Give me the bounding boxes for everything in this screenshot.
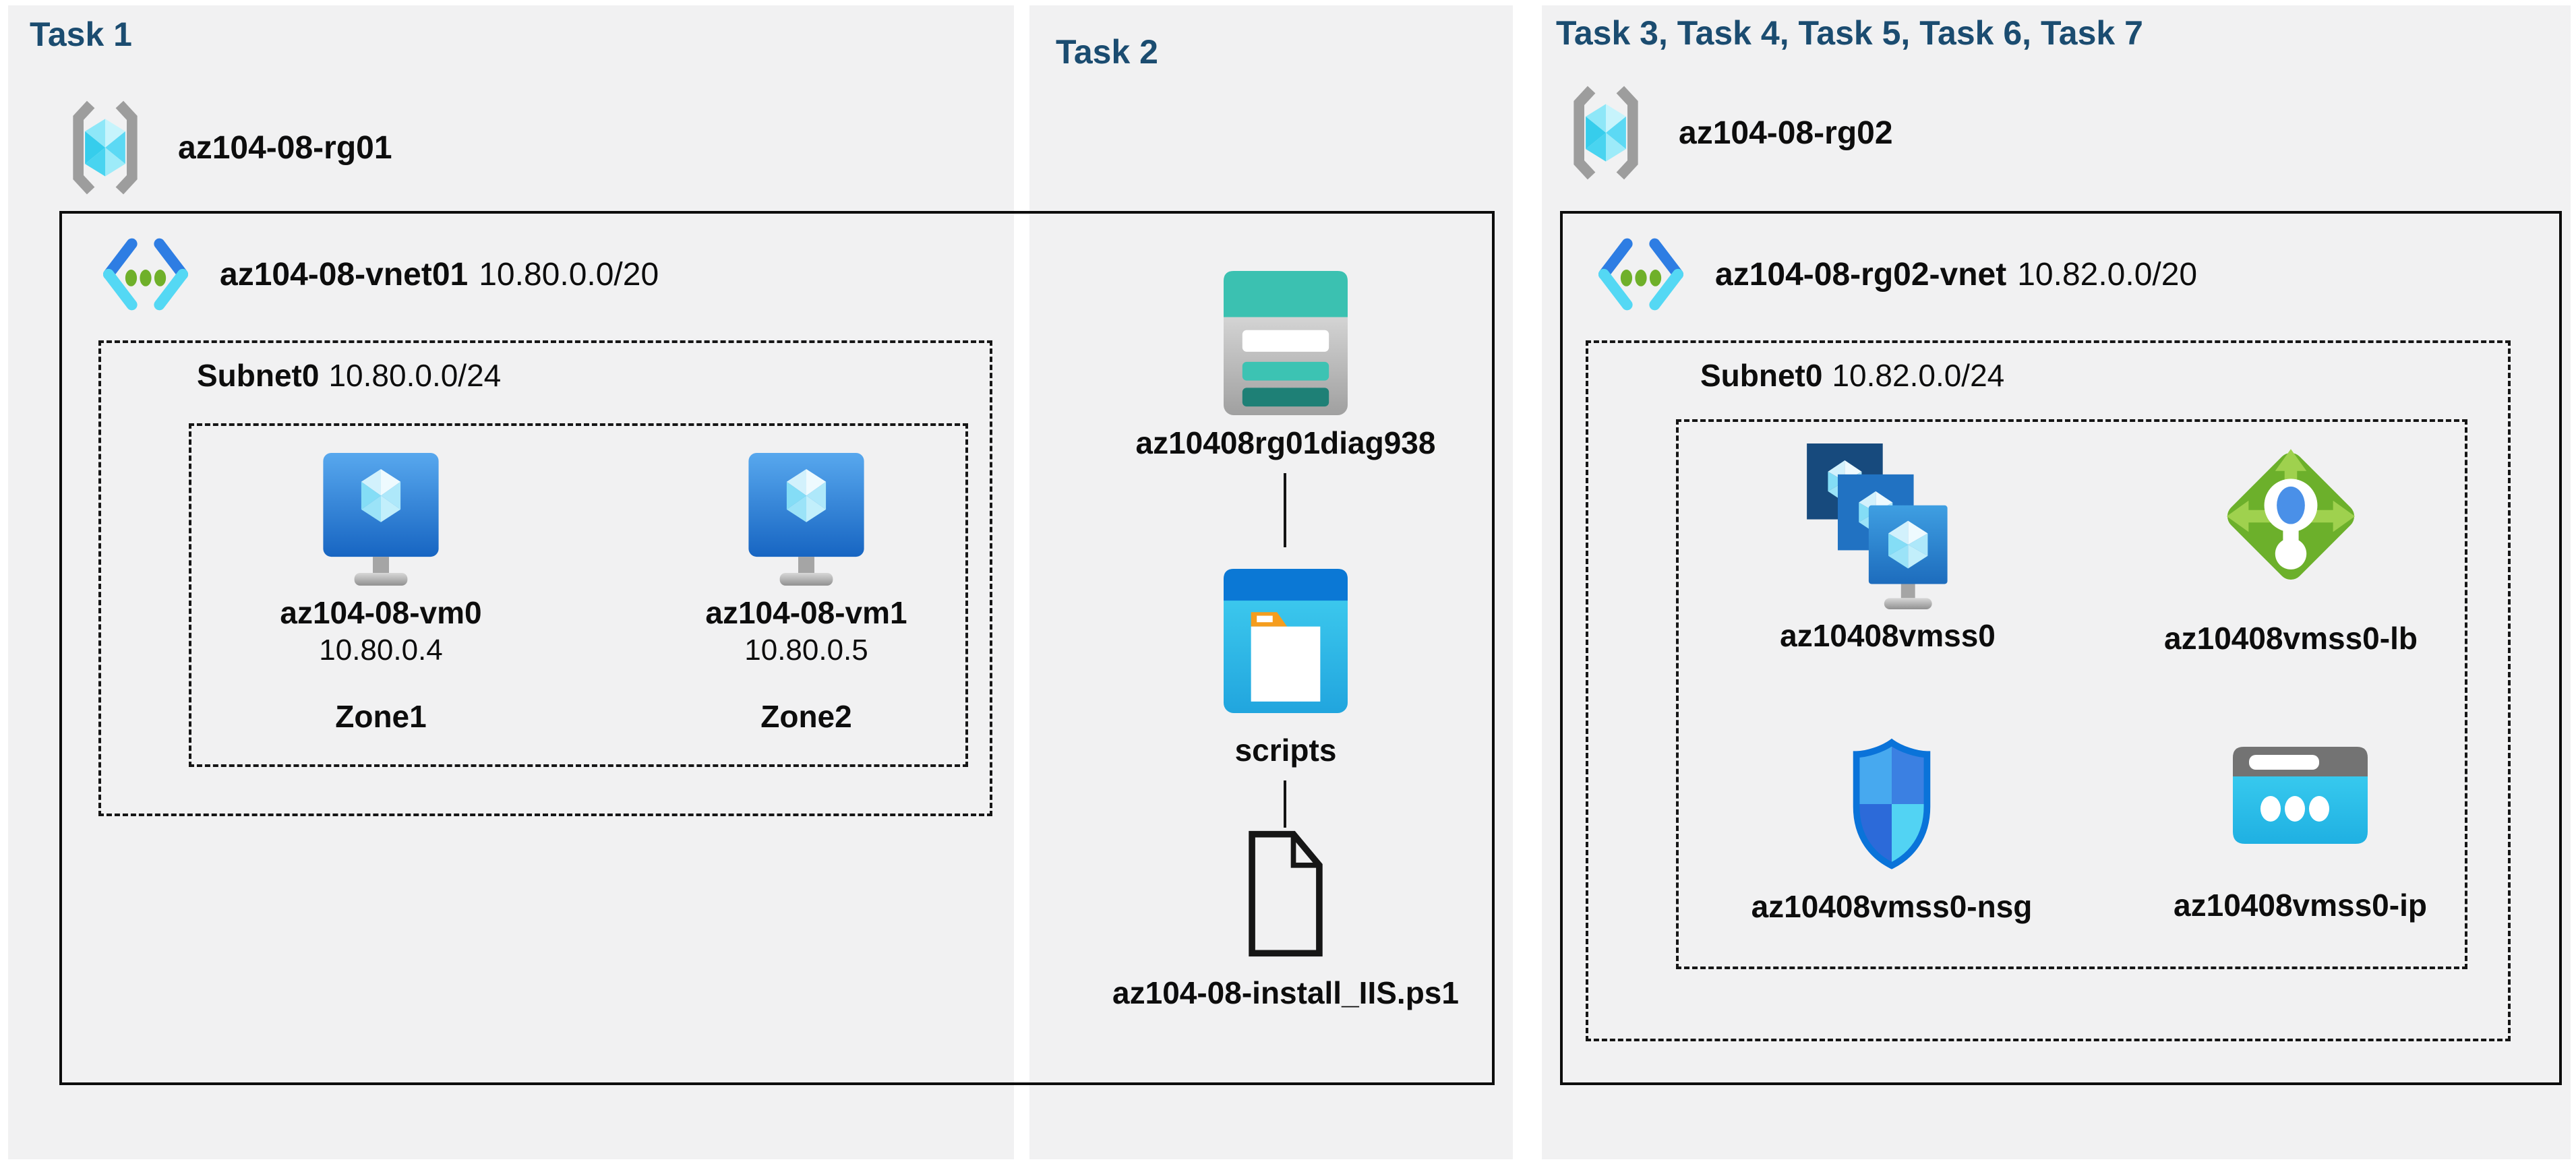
load-balancer-icon: [2226, 449, 2356, 580]
resource-group-rg02: az104-08-rg02: [1563, 84, 1893, 182]
nsg-label: az10408vmss0-nsg: [1751, 889, 2033, 924]
vmss-label: az10408vmss0: [1780, 618, 1996, 653]
blob-container-icon: [1224, 569, 1348, 713]
vnet-rg02: az104-08-rg02-vnet 10.82.0.0/20: [1594, 237, 2197, 311]
resource-group-icon: [73, 100, 138, 195]
vm1-group: az104-08-vm1 10.80.0.5 Zone2: [671, 453, 941, 735]
storage-account-icon: [1224, 271, 1348, 415]
public-ip-icon: [2233, 747, 2368, 844]
vnet-name: az104-08-vnet01: [220, 256, 469, 293]
blob-container-label: scripts: [1234, 733, 1337, 768]
virtual-machine-icon: [323, 453, 439, 586]
task3-header: Task 3, Task 4, Task 5, Task 6, Task 7: [1556, 14, 2143, 52]
vnet-rg01: az104-08-vnet01 10.80.0.0/20: [98, 237, 659, 311]
vnet-cidr: 10.82.0.0/20: [2017, 256, 2198, 293]
vm0-group: az104-08-vm0 10.80.0.4 Zone1: [246, 453, 516, 735]
public-ip-group: az10408vmss0-ip: [2132, 747, 2469, 923]
virtual-machine-icon: [748, 453, 864, 586]
vm-zone: Zone1: [335, 699, 427, 734]
load-balancer-group: az10408vmss0-lb: [2122, 438, 2459, 656]
subnet-label: Subnet0 10.82.0.0/24: [1700, 357, 2004, 394]
vm-ip: 10.80.0.4: [319, 634, 443, 667]
subnet-cidr: 10.82.0.0/24: [1832, 358, 2005, 393]
load-balancer-label: az10408vmss0-lb: [2164, 621, 2418, 656]
task1-header: Task 1: [30, 16, 132, 53]
vm-zone-dashed-box: [189, 423, 968, 767]
connector-line: [1284, 780, 1286, 828]
subnet-name: Subnet0: [1700, 358, 1823, 393]
subnet-cidr: 10.80.0.0/24: [328, 358, 502, 393]
vmss-icon: [1807, 443, 1948, 609]
subnet-name: Subnet0: [197, 358, 320, 393]
rg02-boundary-box: [1560, 211, 2562, 1085]
storage-account-label: az10408rg01diag938: [1135, 425, 1436, 460]
vm-zone: Zone2: [760, 699, 852, 734]
storage-account-group: az10408rg01diag938: [1083, 271, 1488, 461]
blob-container-group: scripts: [1083, 569, 1488, 768]
public-ip-label: az10408vmss0-ip: [2174, 888, 2427, 923]
subnet0-rg01-dashed-box: [98, 340, 992, 816]
nsg-group: az10408vmss0-nsg: [1723, 737, 2060, 925]
resource-group-rg01: az104-08-rg01: [62, 98, 392, 197]
rg01-boundary-box: [59, 211, 1495, 1085]
vnet-name: az104-08-rg02-vnet: [1715, 256, 2007, 293]
vm-name: az104-08-vm0: [280, 595, 482, 630]
subnet0-rg02-dashed-box: [1586, 340, 2511, 1041]
vmss-resources-dashed-box: [1676, 419, 2467, 969]
resource-group-label: az104-08-rg01: [178, 129, 392, 166]
connector-line: [1284, 473, 1286, 547]
vm-ip: 10.80.0.5: [744, 634, 868, 667]
resource-group-icon: [1574, 86, 1638, 180]
virtual-network-icon: [1598, 238, 1683, 311]
network-security-group-icon: [1853, 738, 1931, 869]
script-file-group: az104-08-install_IIS.ps1: [1083, 829, 1488, 1011]
task1-panel: [8, 5, 1014, 1159]
resource-group-label: az104-08-rg02: [1679, 115, 1893, 151]
virtual-network-icon: [103, 238, 188, 311]
task2-header: Task 2: [1056, 33, 1158, 71]
vmss-group: az10408vmss0: [1719, 443, 2056, 654]
file-icon: [1249, 830, 1323, 957]
script-file-label: az104-08-install_IIS.ps1: [1112, 975, 1459, 1010]
vm-name: az104-08-vm1: [705, 595, 907, 630]
vnet-cidr: 10.80.0.0/20: [479, 256, 659, 293]
